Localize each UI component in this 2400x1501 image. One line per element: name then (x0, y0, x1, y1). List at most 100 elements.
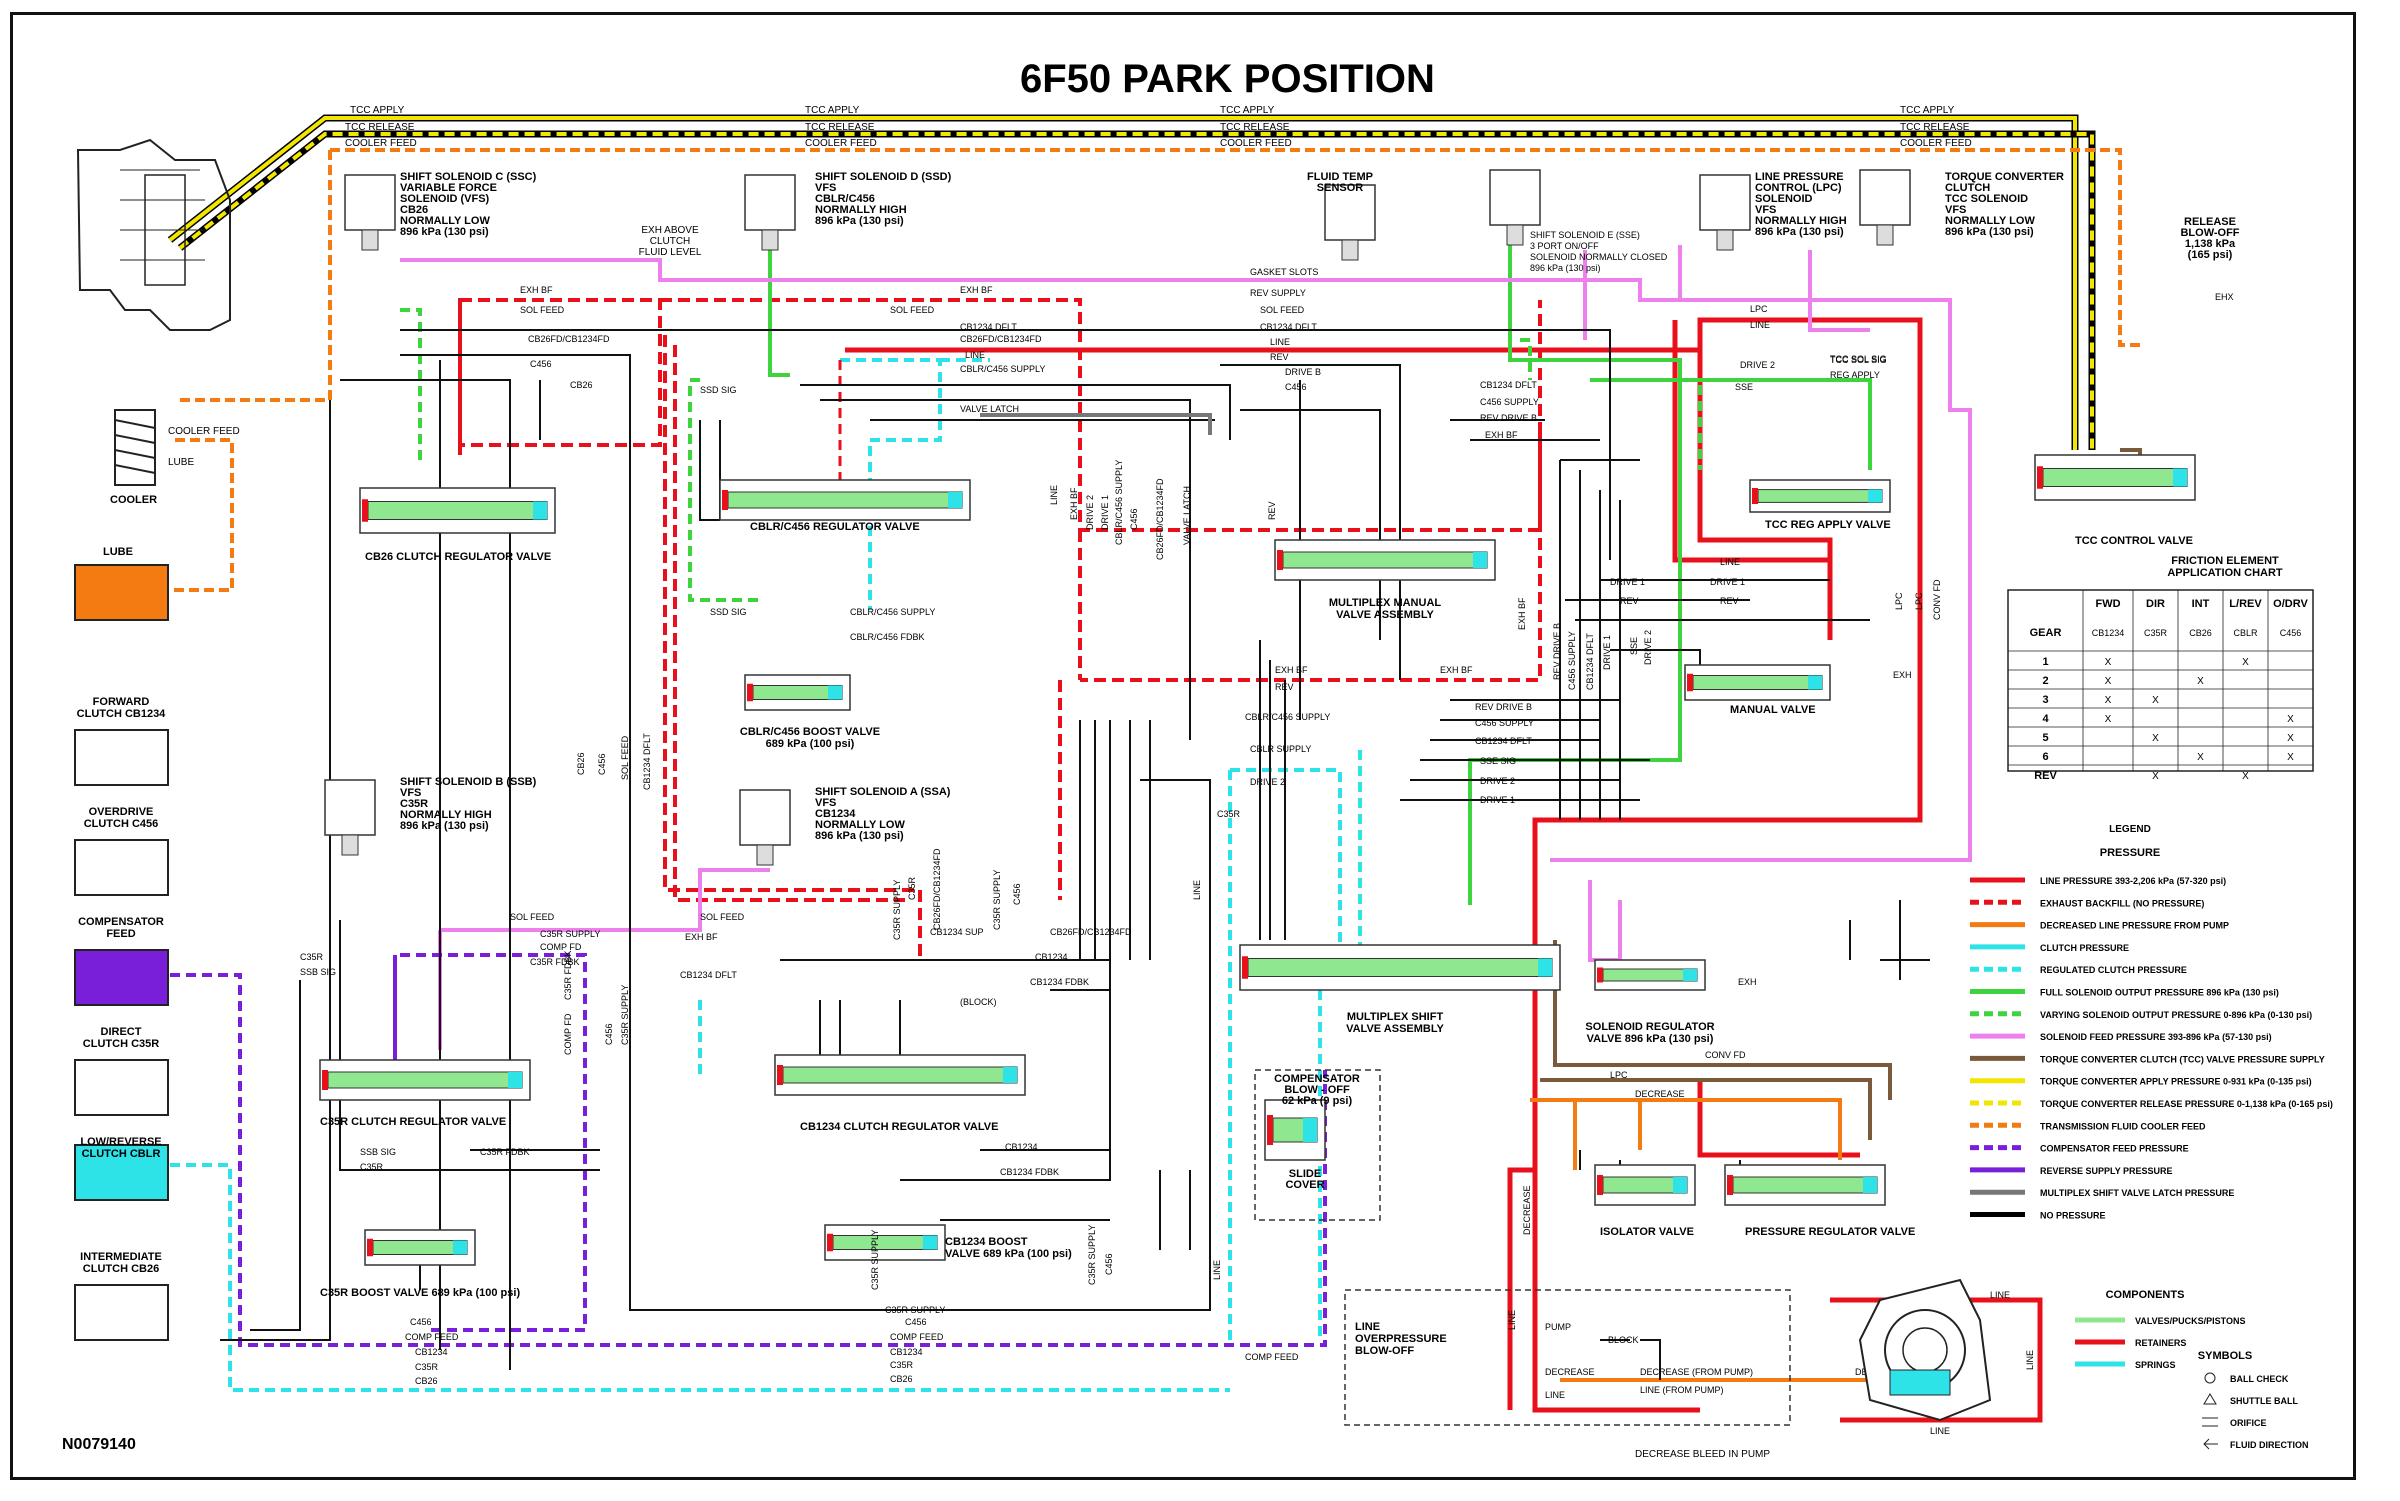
line-label-ssd-sig: SSD SIG (710, 607, 747, 617)
chart-header: INT (2192, 598, 2210, 610)
valve-retainer (1687, 673, 1693, 692)
chart-cell: X (2242, 657, 2249, 668)
line-label-vertical-cb1234-dflt: CB1234 DFLT (1585, 633, 1595, 690)
line-label-vertical-c456: C456 (1129, 508, 1139, 530)
clutch-box-label: CLUTCH C456 (84, 818, 159, 830)
line-label-vertical-sol-feed: SOL FEED (620, 735, 630, 780)
line-label-c35r-supply: C35R SUPPLY (540, 929, 600, 939)
solenoid-label: CLUTCH (1945, 182, 1990, 194)
solenoid-body (1699, 174, 1751, 231)
solenoid-output-lines (400, 230, 1872, 905)
valve-name: MULTIPLEX SHIFT (1347, 1011, 1444, 1023)
valve-name: COVER (1285, 1179, 1324, 1191)
chart-cell: X (2197, 676, 2204, 687)
solenoid-label: NORMALLY LOW (1945, 215, 2035, 227)
line-label-pump: PUMP (1545, 1322, 1571, 1332)
clutch-box-label: CLUTCH C35R (83, 1038, 159, 1050)
line-label-sse: SSE (1735, 382, 1753, 392)
orifice-icon (2202, 1417, 2218, 1427)
line-label-ehx: EHX (2215, 292, 2234, 302)
line-label-cblr-supply: CBLR SUPPLY (1250, 744, 1311, 754)
solenoid-label: BLOW-OFF (2180, 227, 2239, 239)
valve-spring (923, 1235, 937, 1250)
legend-item-label: TRANSMISSION FLUID COOLER FEED (2040, 1121, 2206, 1131)
line-label-drive-1: DRIVE 1 (1480, 795, 1515, 805)
line-label-c456: C456 (1285, 382, 1307, 392)
valve-bodies (319, 169, 2196, 1266)
line-label-block: BLOCK (1608, 1335, 1639, 1345)
line-label-vertical-rev: REV (1267, 501, 1277, 520)
valve-name: VALVE ASSEMBLY (1346, 1023, 1444, 1035)
line-label-line: LINE (1270, 337, 1290, 347)
line-label-vertical-rev-drive-b: REV DRIVE B (1552, 623, 1562, 680)
clutch-box-label: INTERMEDIATE (80, 1251, 162, 1263)
line-label-cb1234: CB1234 (890, 1347, 923, 1357)
valve-retainer (722, 490, 728, 510)
chart-header: L/REV (2229, 598, 2262, 610)
line-label-c35r: C35R (360, 1162, 384, 1172)
chart-cell: X (2287, 733, 2294, 744)
chart-cell: X (2152, 695, 2159, 706)
line-label-drive-2: DRIVE 2 (1250, 777, 1285, 787)
valve-name: BLOW - OFF (1284, 1084, 1350, 1096)
line-label-vertical-exh-bf: EXH BF (1069, 487, 1079, 520)
line-label-lpc: LPC (1610, 1070, 1628, 1080)
solenoid-label: CONTROL (LPC) (1755, 182, 1842, 194)
clutch-box (74, 729, 169, 786)
valve-name: VALVE 689 kPa (100 psi) (945, 1248, 1072, 1260)
line-label-cblr-c456-supply: CBLR/C456 SUPPLY (960, 364, 1045, 374)
solenoid-label: NORMALLY HIGH (1755, 215, 1847, 227)
clutch-box-label: LOW/REVERSE (80, 1136, 161, 1148)
line-label-reg-apply: REG APPLY (1830, 370, 1880, 380)
line-label-lpc: LPC (1750, 304, 1768, 314)
valve-spring (1868, 489, 1882, 503)
valve-spool (1732, 1176, 1878, 1194)
solenoid-label: 896 kPa (130 psi) (815, 830, 904, 842)
valve-name: SLIDE (1289, 1168, 1321, 1180)
line-label-cb1234: CB1234 (415, 1347, 448, 1357)
line-label-vertical-line: LINE (1212, 1260, 1222, 1280)
valve-name: MULTIPLEX MANUAL (1329, 597, 1442, 609)
valve-name: 689 kPa (100 psi) (766, 738, 855, 750)
solenoid-label: SOLENOID (1755, 193, 1813, 205)
clutch-box-label: OVERDRIVE (89, 806, 154, 818)
line-label-cb26fd-cb1234fd: CB26FD/CB1234FD (960, 334, 1042, 344)
line-label-vertical-c35r-supply: C35R SUPPLY (620, 985, 630, 1045)
legend-component-label: SPRINGS (2135, 1360, 2176, 1370)
chart-cell: X (2287, 714, 2294, 725)
exh-above-label: FLUID LEVEL (639, 247, 702, 258)
line-label-comp-fd: COMP FD (540, 942, 582, 952)
solenoid-label: NORMALLY LOW (815, 819, 905, 831)
valve-spool (1602, 968, 1698, 982)
exh-above-label: CLUTCH (650, 236, 691, 247)
line-label-cb1234-fdbk: CB1234 FDBK (1000, 1167, 1059, 1177)
decrease-bleed-label: DECREASE BLEED IN PUMP (1635, 1449, 1770, 1460)
solenoid-label: CBLR/C456 (815, 193, 875, 205)
valve-spool (1247, 958, 1553, 977)
solenoid-label: NORMALLY HIGH (400, 809, 492, 821)
solenoid-nozzle (1341, 239, 1359, 261)
line-label-c456: C456 (410, 1317, 432, 1327)
solenoid-label: FLUID TEMP (1307, 171, 1373, 183)
solenoid-label: NORMALLY LOW (400, 215, 490, 227)
valve-spool (1282, 551, 1488, 569)
figure-id: N0079140 (62, 1436, 136, 1453)
legend-item-label: DECREASED LINE PRESSURE FROM PUMP (2040, 921, 2229, 931)
line-label-vertical-lpc: LPC (1914, 592, 1924, 610)
page-title: 6F50 PARK POSITION (1020, 57, 1435, 101)
solenoid-nozzle (1876, 224, 1894, 246)
line-label-vertical-cb26fd-cb1234fd: CB26FD/CB1234FD (1155, 478, 1165, 560)
line-label-vertical-conv-fd: CONV FD (1932, 579, 1942, 620)
solenoid-body (1859, 169, 1911, 226)
valve-name: CBLR/C456 BOOST VALVE (740, 726, 880, 738)
legend-symbol-label: ORIFICE (2230, 1418, 2267, 1428)
solenoid-label: VFS (400, 787, 421, 799)
legend-symbol-label: BALL CHECK (2230, 1374, 2289, 1384)
valve-spool (367, 501, 548, 520)
clutch-box-label: FEED (106, 928, 135, 940)
legend-item-label: TORQUE CONVERTER RELEASE PRESSURE 0-1,13… (2040, 1099, 2333, 1109)
cooler-feed-label-1: COOLER FEED (345, 138, 417, 149)
solenoid-body (344, 174, 396, 231)
